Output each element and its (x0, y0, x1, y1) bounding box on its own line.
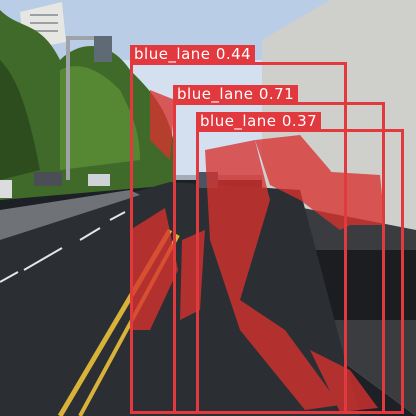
tree-dark (0, 60, 40, 180)
lane-dash (109, 211, 126, 221)
traffic-sign (94, 36, 112, 62)
sidewalk (0, 190, 140, 240)
detection-class-name: blue_lane (177, 85, 254, 103)
street-lamp-arm (66, 36, 112, 40)
tree-highlight (60, 66, 140, 170)
lane-dash (79, 227, 101, 241)
detection-score: 0.37 (281, 112, 318, 130)
parked-car (0, 180, 12, 198)
lane-dash (0, 271, 19, 283)
parked-car (34, 172, 62, 186)
street-lamp-pole (66, 40, 70, 180)
detection-class-name: blue_lane (134, 45, 211, 63)
detection-box: blue_lane 0.37 (196, 112, 404, 414)
detection-label: blue_lane 0.44 (130, 45, 256, 63)
building-windows (30, 30, 58, 32)
detection-score: 0.71 (258, 85, 295, 103)
detection-score: 0.44 (215, 45, 252, 63)
detection-class-name: blue_lane (200, 112, 277, 130)
building-windows (30, 22, 58, 24)
lane-dash (23, 247, 63, 271)
building-windows (30, 14, 58, 16)
detection-label: blue_lane 0.71 (173, 85, 299, 103)
parked-car (88, 174, 110, 186)
detection-label: blue_lane 0.37 (196, 112, 322, 130)
